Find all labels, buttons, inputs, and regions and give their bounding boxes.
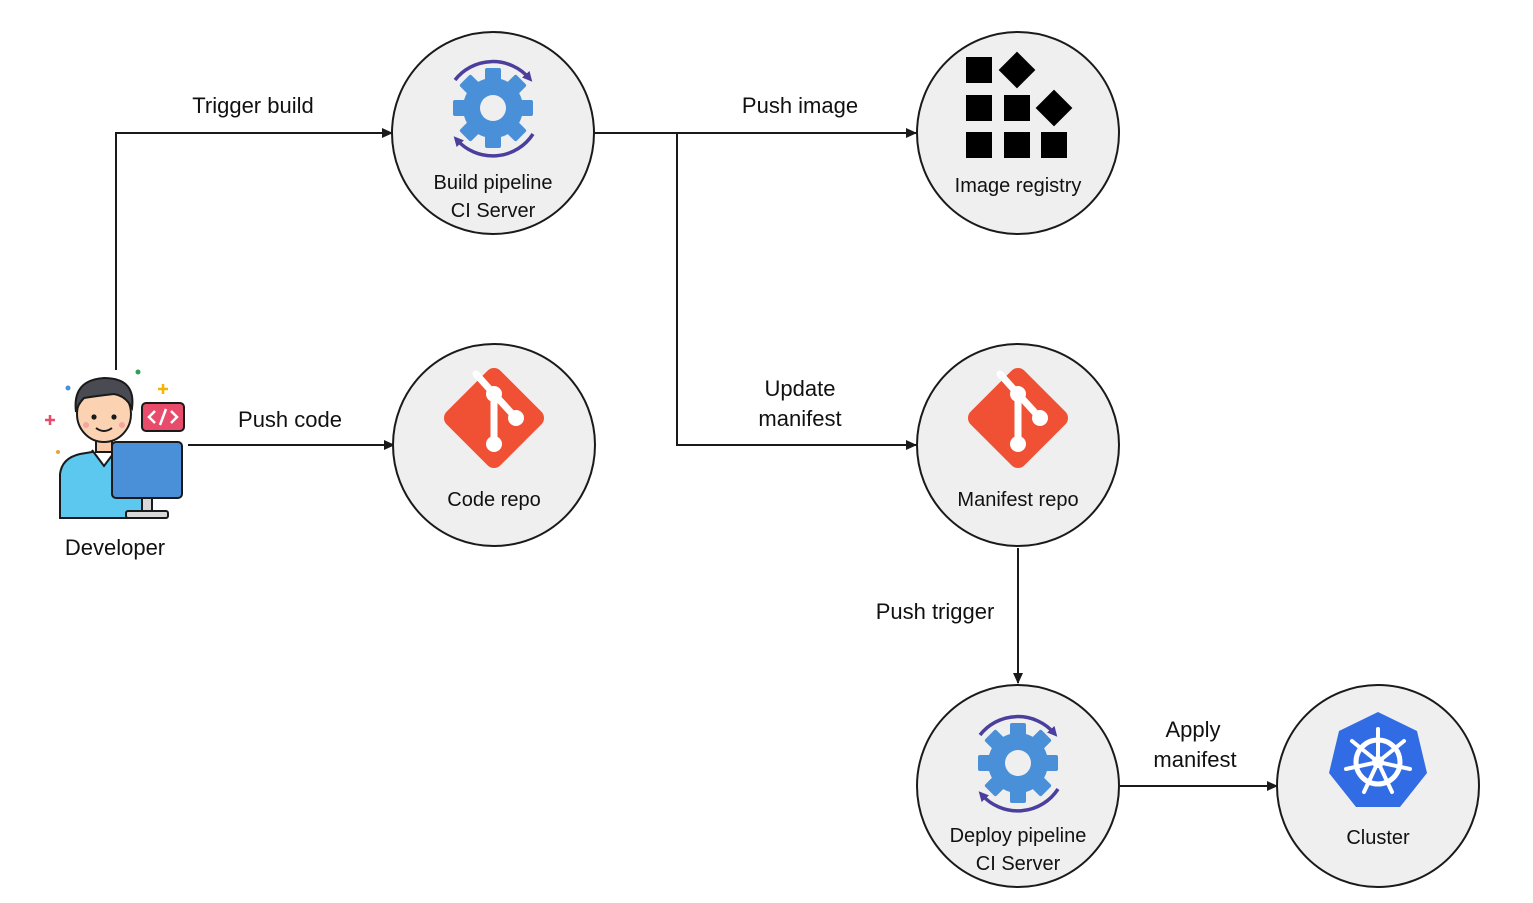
push-code-label: Push code: [238, 407, 342, 432]
edges: [115, 128, 1278, 791]
manifest-repo-node: Manifest repo: [916, 343, 1120, 547]
apply-manifest-label-1: Apply: [1165, 717, 1220, 742]
image-registry-label: Image registry: [955, 175, 1082, 197]
trigger-build-label: Trigger build: [192, 93, 313, 118]
deploy-pipeline-label-2: CI Server: [976, 853, 1061, 875]
cycle-gear-icon: [978, 714, 1060, 813]
build-pipeline-label-1: Build pipeline: [434, 172, 553, 194]
code-repo-node: Code repo: [392, 343, 596, 547]
build-pipeline-node: Build pipeline CI Server: [391, 31, 595, 235]
push-image-label: Push image: [742, 93, 858, 118]
cluster-node: Cluster: [1276, 684, 1480, 888]
update-manifest-edge: [676, 133, 917, 450]
build-pipeline-label-2: CI Server: [451, 200, 536, 222]
update-manifest-label-2: manifest: [758, 406, 841, 431]
cycle-gear-icon: [453, 59, 535, 158]
apply-manifest-label-2: manifest: [1153, 747, 1236, 772]
deploy-pipeline-label-1: Deploy pipeline: [950, 825, 1087, 847]
developer-icon: [45, 369, 185, 519]
trigger-build-edge: [115, 128, 393, 370]
kubernetes-icon: [1329, 712, 1427, 807]
image-registry-node: Image registry: [916, 31, 1120, 235]
update-manifest-label-1: Update: [765, 376, 836, 401]
developer-label: Developer: [65, 535, 165, 560]
code-repo-label: Code repo: [447, 489, 540, 511]
push-trigger-label: Push trigger: [876, 599, 995, 624]
registry-blocks-icon: [966, 51, 1073, 158]
deploy-pipeline-node: Deploy pipeline CI Server: [916, 684, 1120, 888]
developer-node: Developer: [45, 369, 185, 560]
cluster-label: Cluster: [1346, 827, 1410, 849]
manifest-repo-label: Manifest repo: [957, 489, 1078, 511]
